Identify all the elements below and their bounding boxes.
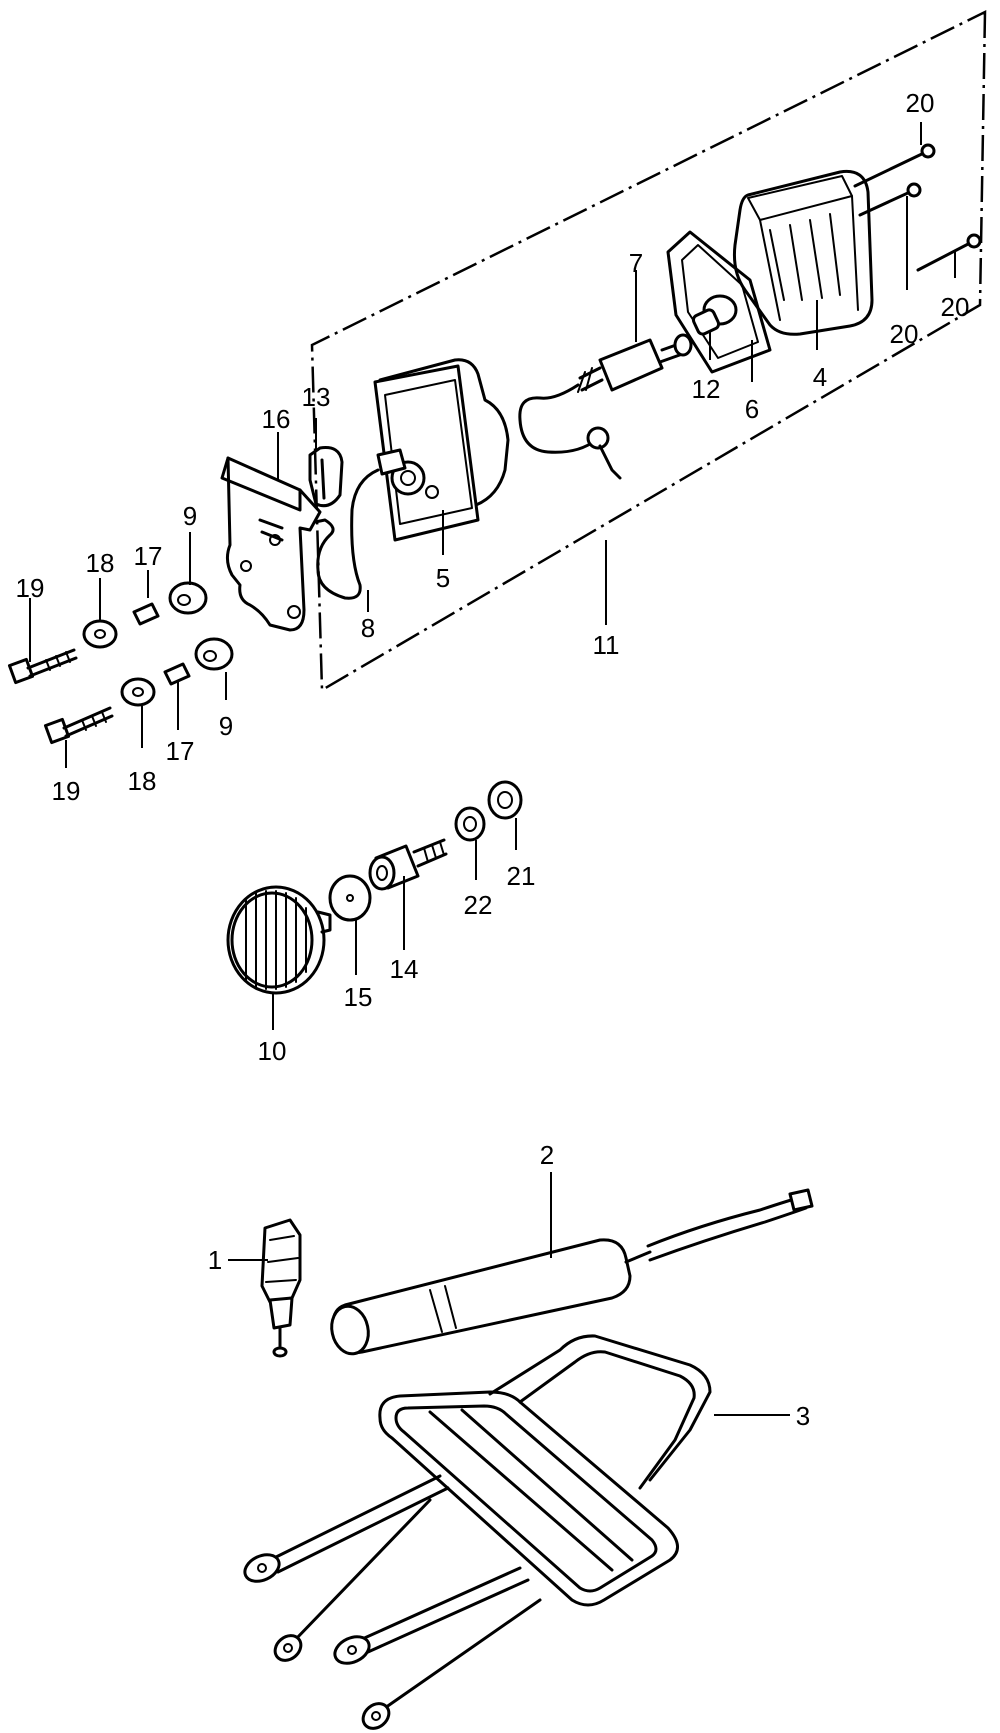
callout-10: 10 — [258, 1036, 287, 1066]
wire-connector — [586, 426, 622, 480]
callout-14: 14 — [390, 954, 419, 984]
nut-21 — [487, 780, 523, 820]
callout-8: 8 — [361, 613, 375, 643]
stud-14 — [368, 838, 448, 891]
callout-22: 22 — [464, 890, 493, 920]
wire-clip — [308, 446, 344, 508]
part-1-socket — [260, 1218, 302, 1358]
mount-hardware-lower — [43, 637, 234, 745]
callout-19a: 19 — [16, 573, 45, 603]
bulb — [691, 294, 738, 336]
bulb-socket — [577, 333, 693, 393]
callout-11: 11 — [593, 630, 620, 660]
washer-22 — [454, 806, 486, 842]
wire-harness — [313, 468, 380, 600]
callout-20c: 20 — [941, 292, 970, 322]
callouts: 20 20 20 4 6 12 7 5 8 11 13 16 9 9 17 17… — [16, 88, 970, 1431]
washer-15 — [328, 874, 372, 922]
callout-18a: 18 — [86, 548, 115, 578]
callout-17b: 17 — [166, 736, 195, 766]
part-3-carrier — [243, 1334, 712, 1730]
reflector — [226, 885, 332, 995]
light-housing — [373, 358, 510, 542]
callout-9b: 9 — [219, 711, 233, 741]
lens-gasket — [666, 230, 772, 374]
callout-1: 1 — [208, 1245, 222, 1275]
lens-screws — [853, 143, 982, 272]
light-bracket — [220, 456, 322, 632]
callout-19b: 19 — [52, 776, 81, 806]
tail-lens — [733, 169, 874, 336]
callout-5: 5 — [436, 563, 450, 593]
callout-17a: 17 — [134, 541, 163, 571]
callout-2: 2 — [540, 1140, 554, 1170]
callout-18b: 18 — [128, 766, 157, 796]
leader-lines — [29, 122, 956, 1416]
mount-hardware-upper — [7, 581, 208, 685]
callout-12: 12 — [692, 374, 721, 404]
callout-15: 15 — [344, 982, 373, 1012]
callout-16: 16 — [262, 404, 291, 434]
socket-wire — [518, 383, 598, 454]
callout-20a: 20 — [906, 88, 935, 118]
callout-9a: 9 — [183, 501, 197, 531]
callout-3: 3 — [796, 1401, 810, 1431]
callout-21: 21 — [507, 861, 536, 891]
callout-4: 4 — [813, 362, 827, 392]
callout-7: 7 — [629, 248, 643, 278]
callout-20b: 20 — [890, 319, 919, 349]
callout-13: 13 — [302, 382, 331, 412]
callout-6: 6 — [745, 394, 759, 424]
part-2-tube — [330, 1188, 814, 1356]
assembly-outline — [310, 9, 987, 693]
